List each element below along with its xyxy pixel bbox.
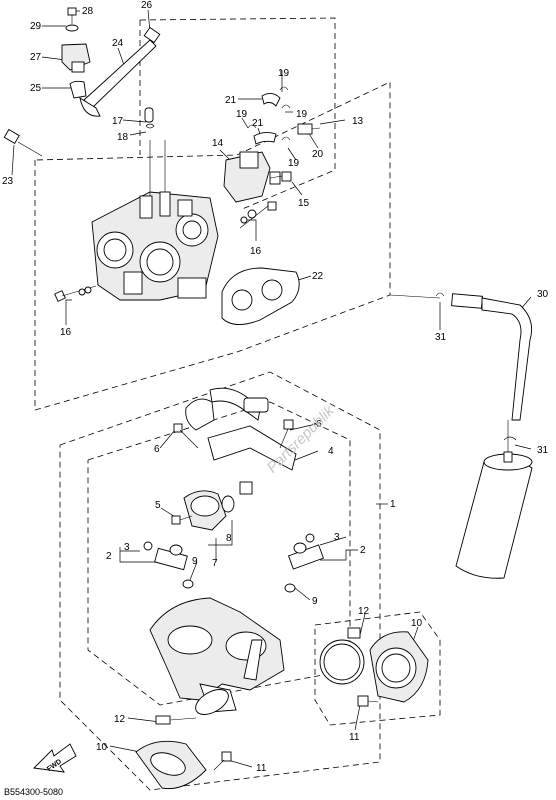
callout-12-upper: 12 bbox=[358, 606, 370, 617]
callout-labels: 28 29 27 25 26 24 17 18 23 19 21 19 13 1… bbox=[2, 0, 549, 774]
fuel-rail-hose-4 bbox=[185, 387, 297, 471]
callout-8: 8 bbox=[226, 533, 232, 544]
washer-29 bbox=[65, 24, 79, 32]
clip-31-upper bbox=[435, 292, 445, 297]
callout-19-d: 19 bbox=[288, 158, 300, 169]
pipe-24 bbox=[79, 39, 157, 117]
callout-28: 28 bbox=[82, 6, 94, 17]
callout-10-upper: 10 bbox=[411, 618, 423, 629]
injector-right bbox=[287, 533, 325, 570]
bolt-6-left bbox=[173, 423, 199, 449]
callout-3-left: 3 bbox=[124, 542, 130, 553]
callout-21-b: 21 bbox=[252, 118, 264, 129]
joint-21-hoses bbox=[253, 93, 281, 145]
screws-16-lower bbox=[54, 285, 97, 302]
clip-18 bbox=[145, 123, 155, 129]
bolt-28 bbox=[67, 7, 77, 24]
callout-29: 29 bbox=[30, 21, 42, 32]
fwd-arrow-icon: FWD bbox=[33, 743, 77, 773]
screw-11-upper bbox=[357, 695, 379, 707]
joint-10-upper bbox=[369, 631, 429, 703]
callout-18: 18 bbox=[117, 132, 129, 143]
callout-13: 13 bbox=[352, 116, 364, 127]
intake-manifold bbox=[149, 597, 285, 713]
bolt-23 bbox=[3, 128, 43, 157]
oring-9-left bbox=[182, 579, 194, 589]
hose-17 bbox=[144, 107, 154, 123]
callout-2-left: 2 bbox=[106, 551, 112, 562]
callout-10-lower: 10 bbox=[96, 742, 108, 753]
watermark: Partsrepublik bbox=[264, 401, 339, 476]
screw-15 bbox=[269, 171, 292, 182]
throttle-position-sensor-14 bbox=[223, 151, 281, 203]
callout-26: 26 bbox=[141, 0, 153, 11]
oring-9-right bbox=[284, 583, 296, 593]
callout-1: 1 bbox=[390, 499, 396, 510]
hose-to-canister bbox=[389, 293, 533, 421]
callout-15: 15 bbox=[298, 198, 310, 209]
callout-9-right: 9 bbox=[312, 596, 318, 607]
gasket-22 bbox=[221, 267, 300, 325]
injector-left bbox=[143, 541, 188, 571]
callout-4: 4 bbox=[328, 446, 334, 457]
callout-19-a: 19 bbox=[278, 68, 290, 79]
intake-joint-boundary bbox=[314, 611, 441, 726]
callout-6-left: 6 bbox=[154, 444, 160, 455]
oring-8 bbox=[221, 495, 235, 513]
diagram-code: B554300-5080 bbox=[4, 787, 63, 797]
callout-14: 14 bbox=[212, 138, 224, 149]
callout-17: 17 bbox=[112, 116, 124, 127]
callout-25: 25 bbox=[30, 83, 42, 94]
screw-11-lower bbox=[213, 751, 232, 771]
screws-16-upper bbox=[239, 201, 277, 229]
callout-20: 20 bbox=[312, 149, 324, 160]
joint-10-lower bbox=[135, 740, 207, 790]
leader-lines bbox=[11, 9, 532, 768]
clamp-12-lower bbox=[155, 689, 229, 725]
callout-16-a: 16 bbox=[250, 246, 262, 257]
canister bbox=[455, 420, 533, 579]
callout-16-b: 16 bbox=[60, 327, 72, 338]
callout-2-right: 2 bbox=[360, 545, 366, 556]
pressure-sensor-27 bbox=[61, 43, 91, 73]
bolt-6-right bbox=[279, 419, 294, 449]
callout-11-lower: 11 bbox=[256, 763, 267, 774]
callout-5: 5 bbox=[155, 500, 161, 511]
clips-19 bbox=[247, 86, 291, 141]
callout-23: 23 bbox=[2, 176, 14, 187]
callout-3-right: 3 bbox=[334, 532, 340, 543]
callout-12-lower: 12 bbox=[114, 714, 126, 725]
cap-26 bbox=[143, 26, 161, 44]
clip-31-lower bbox=[503, 436, 517, 441]
pressure-regulator-7 bbox=[183, 481, 253, 531]
callout-22: 22 bbox=[312, 271, 324, 282]
callout-6-right: 6 bbox=[316, 419, 322, 430]
callout-19-c: 19 bbox=[236, 109, 248, 120]
throttle-body bbox=[91, 140, 219, 301]
callout-11-upper: 11 bbox=[349, 732, 360, 743]
callout-27: 27 bbox=[30, 52, 42, 63]
callout-31-a: 31 bbox=[435, 332, 447, 343]
callout-24: 24 bbox=[112, 38, 124, 49]
callout-21-a: 21 bbox=[225, 95, 237, 106]
hose-joint-25 bbox=[69, 80, 87, 99]
clamp-12-upper bbox=[319, 627, 365, 685]
callout-30: 30 bbox=[537, 289, 549, 300]
callout-19-b: 19 bbox=[296, 109, 308, 120]
callout-7: 7 bbox=[212, 558, 218, 569]
bolt-5 bbox=[171, 515, 193, 525]
callout-31-b: 31 bbox=[537, 445, 549, 456]
callout-9-left: 9 bbox=[192, 556, 198, 567]
fitting-20 bbox=[297, 123, 321, 135]
